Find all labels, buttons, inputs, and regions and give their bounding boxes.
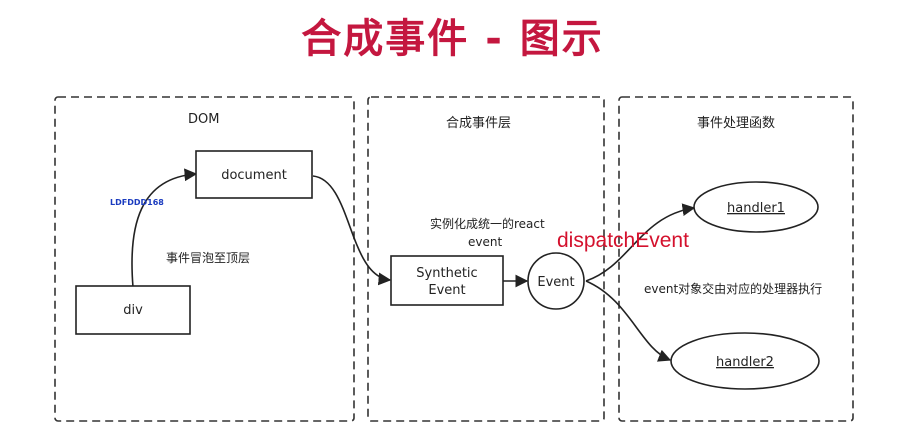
instantiate-note-line1: 实例化成统一的react bbox=[430, 217, 545, 231]
synthetic-panel-label: 合成事件层 bbox=[446, 116, 512, 131]
handler1-label: handler1 bbox=[727, 201, 785, 216]
synthetic-layer-panel bbox=[367, 96, 605, 422]
event-to-handler2-arrow bbox=[585, 280, 672, 362]
bubble-arrow bbox=[131, 168, 198, 288]
document-node bbox=[195, 150, 313, 199]
event-to-handler1-arrow bbox=[585, 203, 696, 282]
handler2-node bbox=[670, 332, 820, 390]
div-node bbox=[75, 285, 191, 335]
bubble-note: 事件冒泡至顶层 bbox=[166, 251, 251, 265]
document-to-synthetic-arrow bbox=[312, 175, 392, 286]
handler-panel-label: 事件处理函数 bbox=[697, 116, 776, 131]
document-node-label: document bbox=[221, 168, 287, 183]
dom-panel bbox=[54, 96, 355, 422]
watermark: LDFDDD168 bbox=[110, 198, 164, 207]
instantiate-note-line2: event bbox=[468, 235, 503, 249]
dispatch-event-label: dispatchEvent bbox=[557, 229, 689, 252]
event-node-label: Event bbox=[537, 275, 574, 290]
handler-panel bbox=[618, 96, 854, 422]
synthetic-event-node bbox=[390, 255, 504, 306]
handler-exec-note: event对象交由对应的处理器执行 bbox=[644, 282, 823, 296]
handler2-label: handler2 bbox=[716, 355, 774, 370]
dom-panel-label: DOM bbox=[188, 112, 220, 127]
handler1-node bbox=[693, 181, 819, 233]
event-node bbox=[527, 252, 585, 310]
page-title: 合成事件 - 图示 bbox=[301, 16, 604, 62]
synthetic-event-label-line2: Event bbox=[428, 283, 465, 298]
div-node-label: div bbox=[123, 303, 143, 318]
synthetic-event-label-line1: Synthetic bbox=[416, 266, 477, 281]
